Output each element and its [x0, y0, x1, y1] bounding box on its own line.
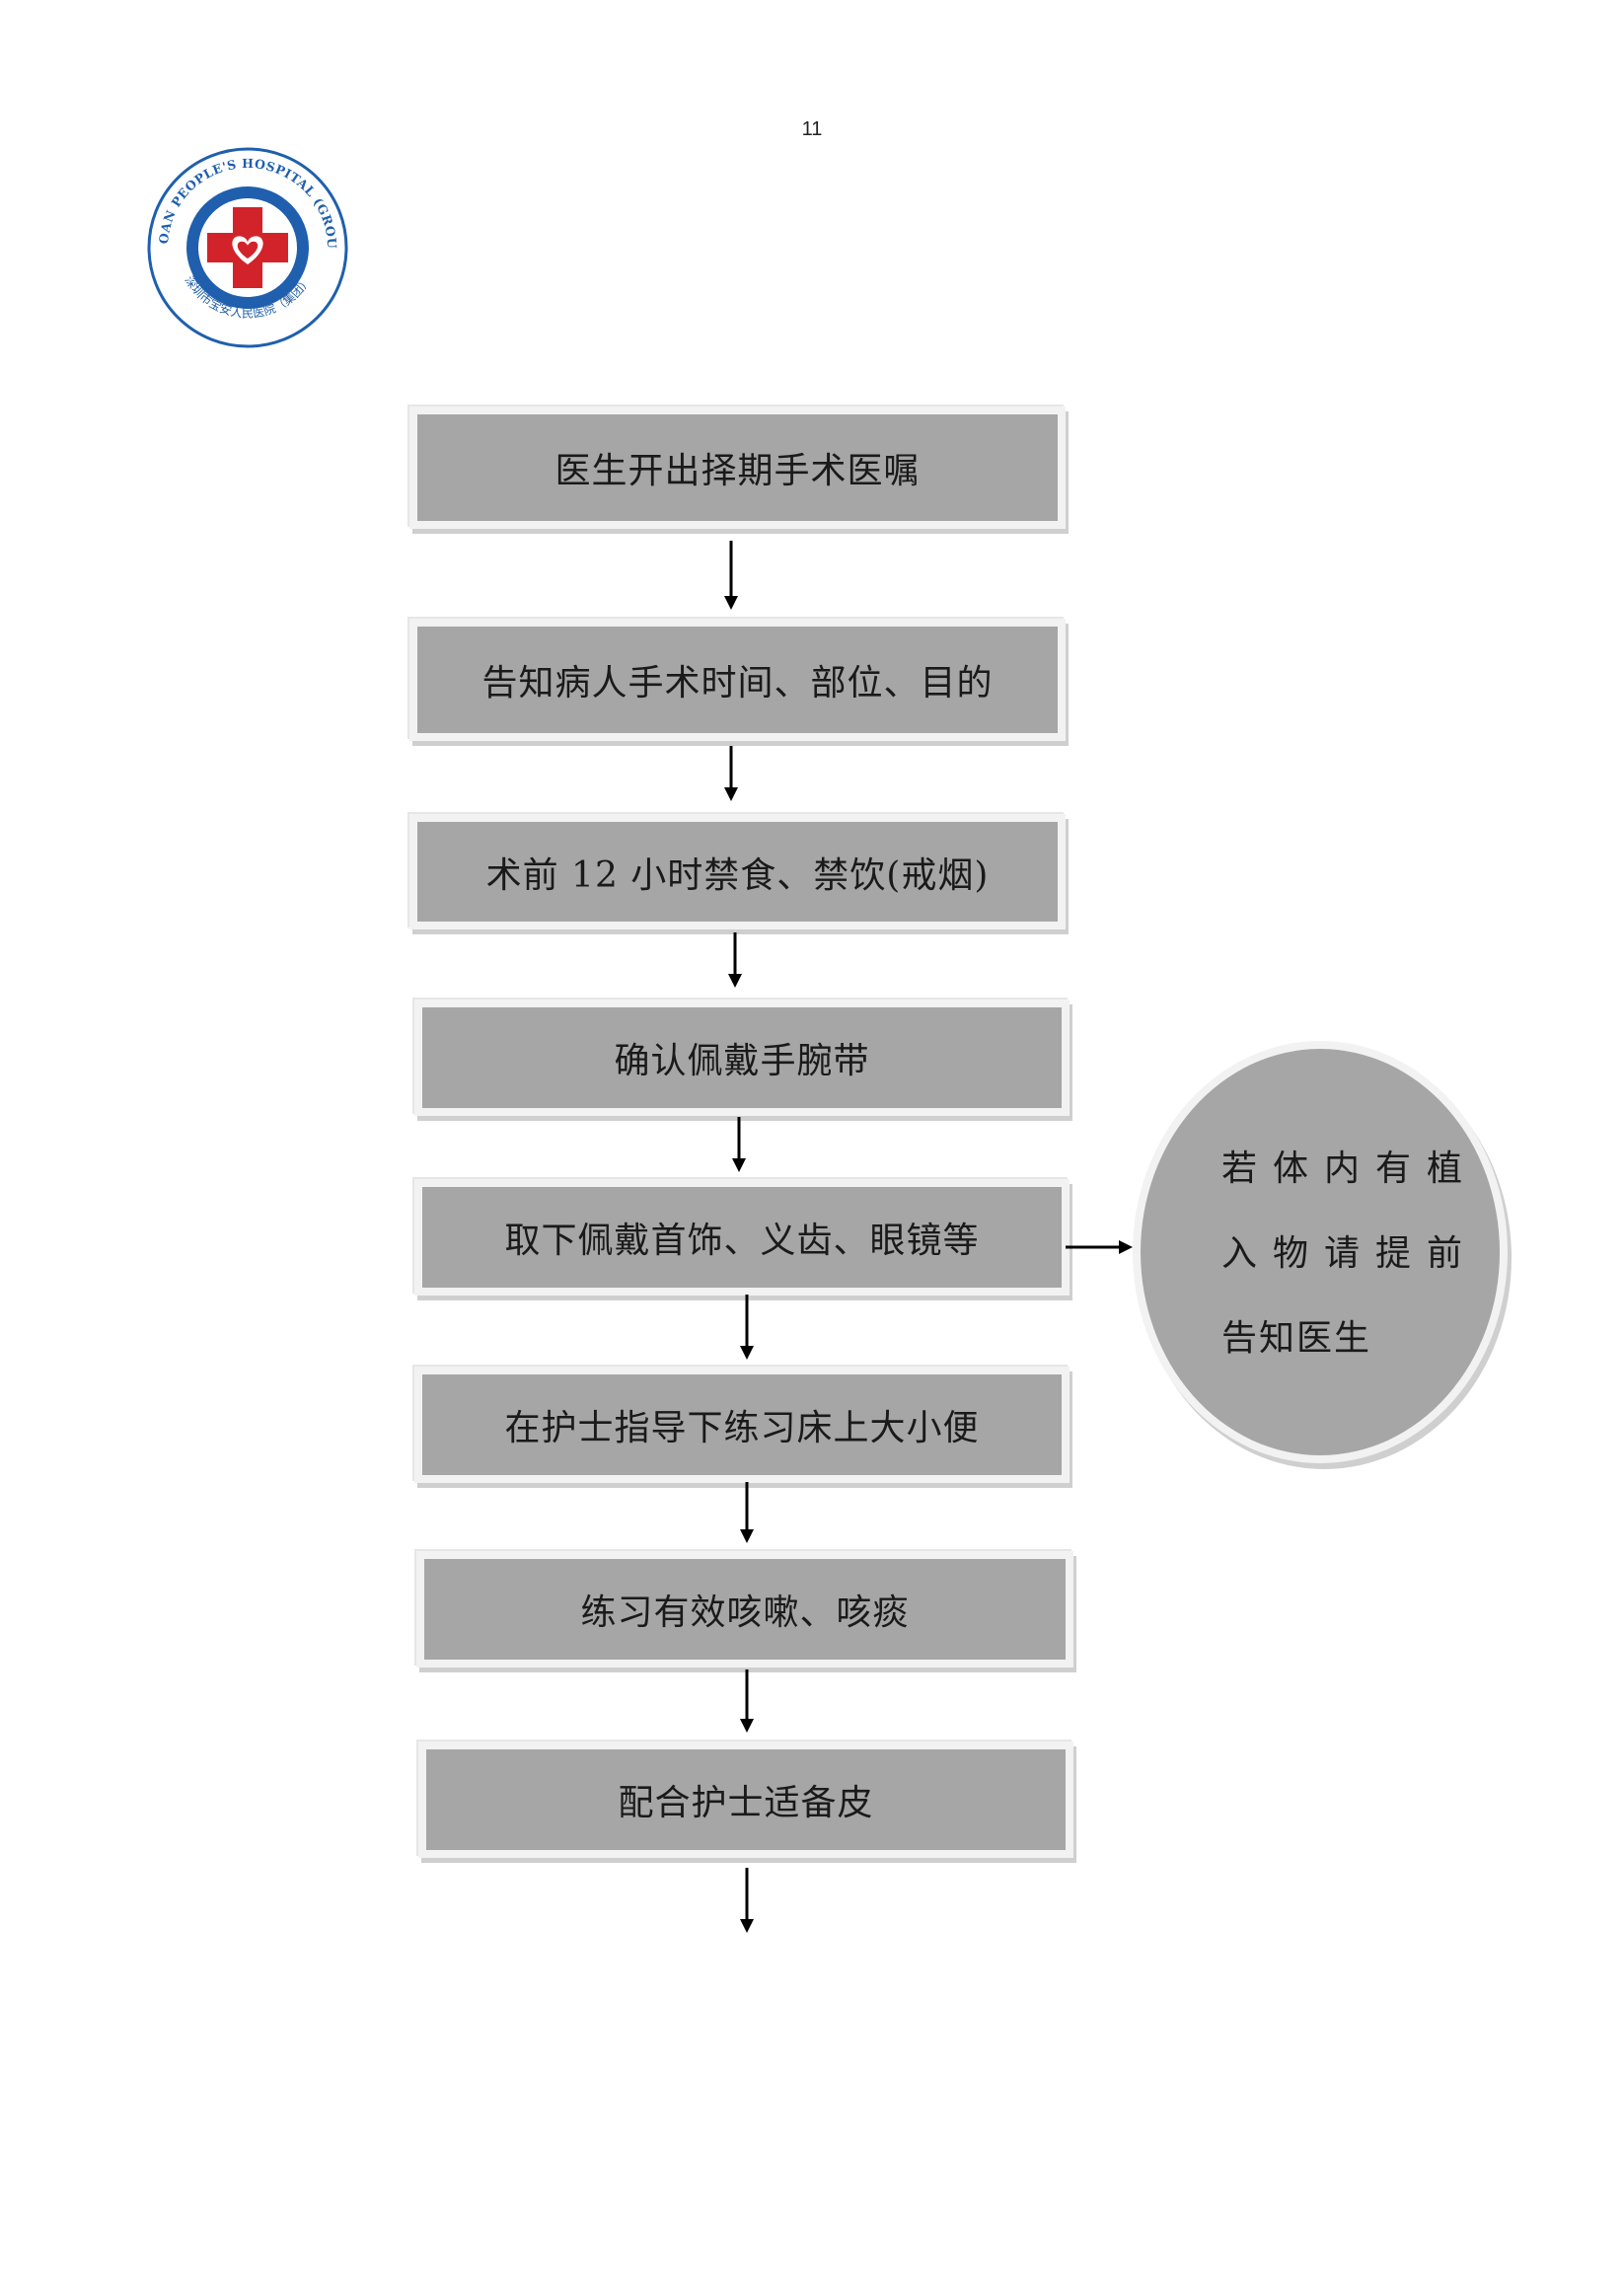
- flow-step-3: 术前 12 小时禁食、禁饮(戒烟): [409, 814, 1066, 929]
- flow-step-4: 确认佩戴手腕带: [414, 1000, 1070, 1116]
- flow-step-6-label: 在护士指导下练习床上大小便: [504, 1408, 980, 1448]
- flow-step-8-label: 配合护士适备皮: [618, 1783, 874, 1823]
- flow-step-5: 取下佩戴首饰、义齿、眼镜等: [414, 1179, 1070, 1296]
- implant-notice-callout: 若体内有植 入物请提前 告知医生: [1133, 1041, 1508, 1463]
- flow-step-1-label: 医生开出择期手术医嘱: [554, 451, 921, 491]
- flow-step-2-label: 告知病人手术时间、部位、目的: [481, 663, 994, 704]
- flow-arrow-5: [740, 1295, 754, 1360]
- flow-step-2: 告知病人手术时间、部位、目的: [409, 619, 1066, 741]
- flow-step-4-label: 确认佩戴手腕带: [614, 1041, 870, 1081]
- callout-line-1: 若体内有植: [1221, 1148, 1479, 1189]
- flow-arrow-1: [724, 541, 738, 610]
- flow-arrow-6: [740, 1482, 754, 1543]
- flow-arrow-3: [728, 932, 742, 988]
- flow-arrow-8: [740, 1868, 754, 1933]
- page-number: 11: [801, 118, 823, 140]
- flow-step-7: 练习有效咳嗽、咳痰: [416, 1551, 1073, 1667]
- flow-step-1: 医生开出择期手术医嘱: [409, 407, 1066, 529]
- flow-step-3-label: 术前 12 小时禁食、禁饮(戒烟): [485, 854, 990, 896]
- flow-step-8: 配合护士适备皮: [418, 1741, 1073, 1858]
- callout-line-3: 告知医生: [1221, 1318, 1372, 1359]
- flow-arrow-2: [724, 746, 738, 801]
- callout-line-2: 入物请提前: [1221, 1233, 1479, 1274]
- flow-step-5-label: 取下佩戴首饰、义齿、眼镜等: [504, 1221, 980, 1261]
- flow-step-7-label: 练习有效咳嗽、咳痰: [580, 1592, 910, 1633]
- flow-arrow-7: [740, 1669, 754, 1733]
- hospital-logo: BAOAN PEOPLE'S HOSPITAL (GROUP) 深圳市宝安人民医…: [146, 146, 348, 348]
- side-arrow: [1066, 1240, 1133, 1254]
- flow-step-6: 在护士指导下练习床上大小便: [414, 1367, 1070, 1483]
- flow-arrow-4: [732, 1117, 746, 1172]
